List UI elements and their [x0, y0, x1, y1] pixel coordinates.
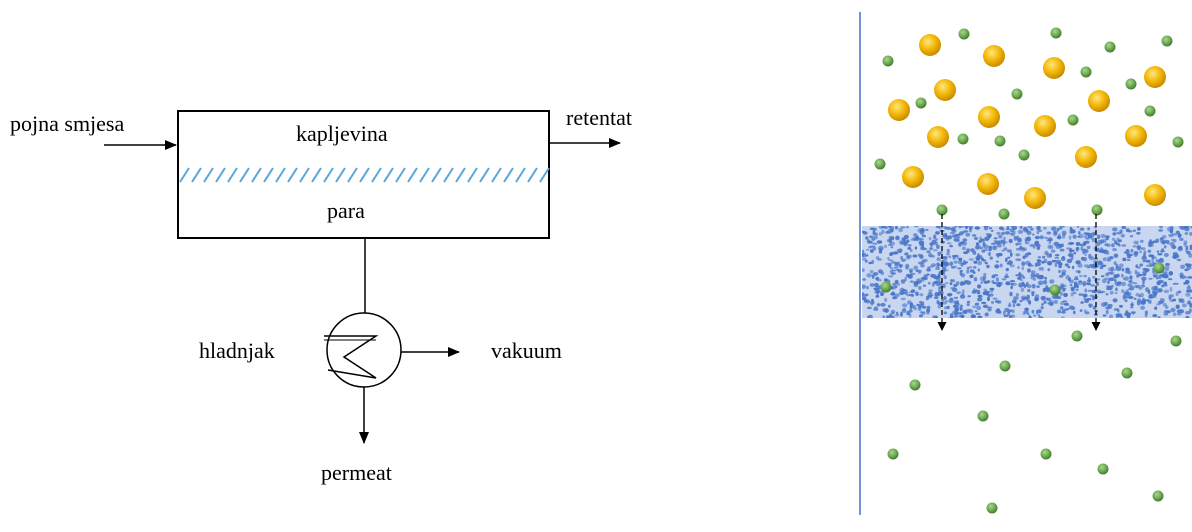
permeate-label: permeat [321, 460, 392, 485]
large-molecule [1144, 184, 1166, 206]
large-molecule [1088, 90, 1110, 112]
small-molecule [1171, 336, 1182, 347]
process-diagram: pojna smjesa kapljevina para retentat hl… [10, 105, 632, 485]
small-molecule [999, 209, 1010, 220]
condenser-symbol [324, 313, 401, 387]
membrane-illustration [860, 12, 1192, 515]
small-molecule [958, 134, 969, 145]
small-molecule [1068, 115, 1079, 126]
large-molecule [1034, 115, 1056, 137]
large-molecule [888, 99, 910, 121]
small-molecule [995, 136, 1006, 147]
large-molecule [1043, 57, 1065, 79]
small-molecule [1050, 285, 1061, 296]
membrane-layer [860, 224, 1192, 320]
large-molecule [1024, 187, 1046, 209]
small-molecule [881, 282, 892, 293]
small-molecule [1081, 67, 1092, 78]
small-molecule [916, 98, 927, 109]
large-molecule [1144, 66, 1166, 88]
vapor-label: para [327, 198, 365, 223]
small-molecule [1153, 491, 1164, 502]
vacuum-label: vakuum [491, 338, 562, 363]
small-molecule [937, 205, 948, 216]
small-molecule [910, 380, 921, 391]
small-molecule [987, 503, 998, 514]
large-molecule [919, 34, 941, 56]
small-molecule [1122, 368, 1133, 379]
small-molecule [978, 411, 989, 422]
small-molecule [1173, 137, 1184, 148]
condenser-label: hladnjak [199, 338, 275, 363]
large-molecule [1125, 125, 1147, 147]
small-molecule [1154, 263, 1165, 274]
small-molecule [1072, 331, 1083, 342]
liquid-label: kapljevina [296, 121, 388, 146]
small-molecule [875, 159, 886, 170]
large-molecule [977, 173, 999, 195]
retentate-label: retentat [566, 105, 632, 130]
large-molecule [978, 106, 1000, 128]
small-molecule [1098, 464, 1109, 475]
small-molecule [1019, 150, 1030, 161]
large-molecule [983, 45, 1005, 67]
small-molecule [888, 449, 899, 460]
large-molecule [927, 126, 949, 148]
large-molecule [934, 79, 956, 101]
small-molecule [1000, 361, 1011, 372]
small-molecule [883, 56, 894, 67]
small-molecule [959, 29, 970, 40]
large-molecule [1075, 146, 1097, 168]
large-molecule [902, 166, 924, 188]
small-molecule [1012, 89, 1023, 100]
small-molecule [1092, 205, 1103, 216]
small-molecule [1126, 79, 1137, 90]
small-molecule [1145, 106, 1156, 117]
small-molecule [1041, 449, 1052, 460]
small-molecule [1051, 28, 1062, 39]
small-molecule [1105, 42, 1116, 53]
feed-label: pojna smjesa [10, 111, 124, 136]
small-molecule [1162, 36, 1173, 47]
